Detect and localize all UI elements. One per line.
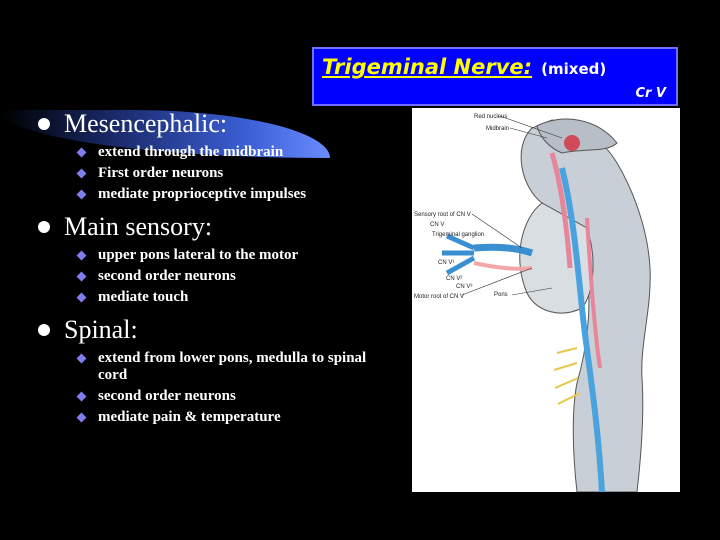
list-item: mediate touch [76, 287, 408, 308]
bullet-list: extend through the midbrain First order … [38, 142, 408, 205]
label-midbrain: Midbrain [486, 126, 509, 132]
slide-title: Trigeminal Nerve: [322, 55, 533, 79]
sensory-root-shape [473, 243, 534, 257]
diamond-bullet-icon [76, 412, 87, 423]
label-sensory-root: Sensory root of CN V [414, 212, 471, 218]
bullet-list: extend from lower pons, medulla to spina… [38, 348, 408, 428]
list-item: mediate pain & temperature [76, 407, 408, 428]
leader-line [499, 115, 563, 139]
label-cn-v2: CN V² [446, 276, 462, 282]
diamond-bullet-icon [76, 189, 87, 200]
section-main-sensory: Main sensory: upper pons lateral to the … [38, 211, 408, 308]
diamond-bullet-icon [76, 353, 87, 364]
round-bullet-icon [38, 118, 50, 130]
nucleus-shape [585, 217, 602, 369]
list-item: First order neurons [76, 163, 408, 184]
section-mesencephalic: Mesencephalic: extend through the midbra… [38, 108, 408, 205]
section-heading: Mesencephalic: [38, 108, 408, 140]
title-box: Trigeminal Nerve: (mixed) Cr V [312, 47, 678, 106]
leader-line [511, 287, 553, 296]
title-line: Trigeminal Nerve: (mixed) [322, 55, 606, 79]
leader-line [461, 267, 533, 296]
section-heading-text: Mesencephalic: [64, 109, 228, 138]
red-nucleus-shape [564, 135, 580, 151]
brainstem-diagram: Red nucleus Midbrain Sensory root of CN … [414, 114, 651, 492]
rootlets-shape [553, 347, 581, 405]
midbrain-shape [536, 118, 618, 154]
list-item: second order neurons [76, 386, 408, 407]
motor-root-shape [473, 261, 533, 271]
label-motor-root: Motor root of CN V [414, 294, 464, 300]
bullet-content: Mesencephalic: extend through the midbra… [38, 108, 408, 434]
section-heading-text: Spinal: [64, 315, 138, 344]
diamond-bullet-icon [76, 271, 87, 282]
label-trigeminal-ganglion: Trigeminal ganglion [432, 232, 484, 238]
round-bullet-icon [38, 324, 50, 336]
diamond-bullet-icon [76, 292, 87, 303]
spinal-tract-shape [559, 167, 605, 492]
label-red-nucleus: Red nucleus [474, 114, 507, 120]
section-spinal: Spinal: extend from lower pons, medulla … [38, 314, 408, 428]
label-cn-v3: CN V³ [456, 284, 472, 290]
label-pons: Pons [494, 292, 508, 298]
ganglion-branches [442, 233, 476, 276]
bullet-list: upper pons lateral to the motor second o… [38, 245, 408, 308]
list-item: extend from lower pons, medulla to spina… [76, 348, 408, 386]
list-item: extend through the midbrain [76, 142, 408, 163]
list-item: upper pons lateral to the motor [76, 245, 408, 266]
list-item: mediate proprioceptive impulses [76, 184, 408, 205]
diamond-bullet-icon [76, 168, 87, 179]
cranial-nerve-tag: Cr V [635, 86, 666, 101]
section-heading: Main sensory: [38, 211, 408, 243]
round-bullet-icon [38, 221, 50, 233]
diamond-bullet-icon [76, 147, 87, 158]
leader-line [509, 127, 548, 139]
section-heading-text: Main sensory: [64, 212, 213, 241]
label-cn-v: CN V [430, 222, 444, 228]
diamond-bullet-icon [76, 250, 87, 261]
section-heading: Spinal: [38, 314, 408, 346]
leader-line [471, 213, 523, 249]
diamond-bullet-icon [76, 391, 87, 402]
brainstem-illustration: Red nucleus Midbrain Sensory root of CN … [412, 108, 680, 492]
list-item: second order neurons [76, 266, 408, 287]
slide-subtitle: (mixed) [541, 60, 607, 78]
nucleus-shape [549, 152, 573, 269]
label-cn-v1: CN V¹ [438, 260, 454, 266]
